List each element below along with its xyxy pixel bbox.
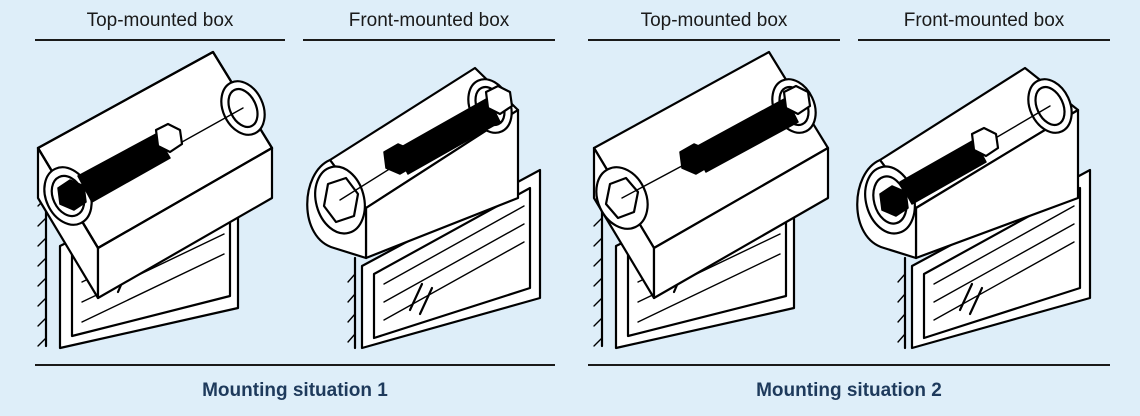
top-mounted-box-illustration <box>36 50 274 350</box>
panel-title-3: Top-mounted box <box>640 10 788 31</box>
window-frame <box>360 168 542 350</box>
wall-hatch <box>347 256 357 350</box>
hex-bolt-icon <box>679 84 812 175</box>
wall-hatch <box>897 256 907 350</box>
panel-rule-1 <box>35 39 285 41</box>
panel-rule-4 <box>858 39 1110 41</box>
front-mounted-box-illustration <box>306 66 542 350</box>
hex-bolt-icon <box>383 84 514 175</box>
panel-rule-3 <box>588 39 840 41</box>
hex-bolt-icon <box>879 126 1000 217</box>
group-rule-2 <box>588 364 1110 366</box>
group-rule-1 <box>35 364 555 366</box>
panel-title-2: Front-mounted box <box>348 10 510 31</box>
hex-bolt-icon <box>43 122 184 226</box>
panel-title-1: Top-mounted box <box>86 10 234 31</box>
panel-title-4: Front-mounted box <box>903 10 1065 31</box>
window-frame <box>910 168 1092 350</box>
group-label-2: Mounting situation 2 <box>756 380 942 401</box>
top-mounted-box-illustration-2 <box>592 50 830 350</box>
front-mounted-box-illustration-2 <box>856 66 1092 350</box>
panel-rule-2 <box>303 39 555 41</box>
group-label-1: Mounting situation 1 <box>202 380 388 401</box>
